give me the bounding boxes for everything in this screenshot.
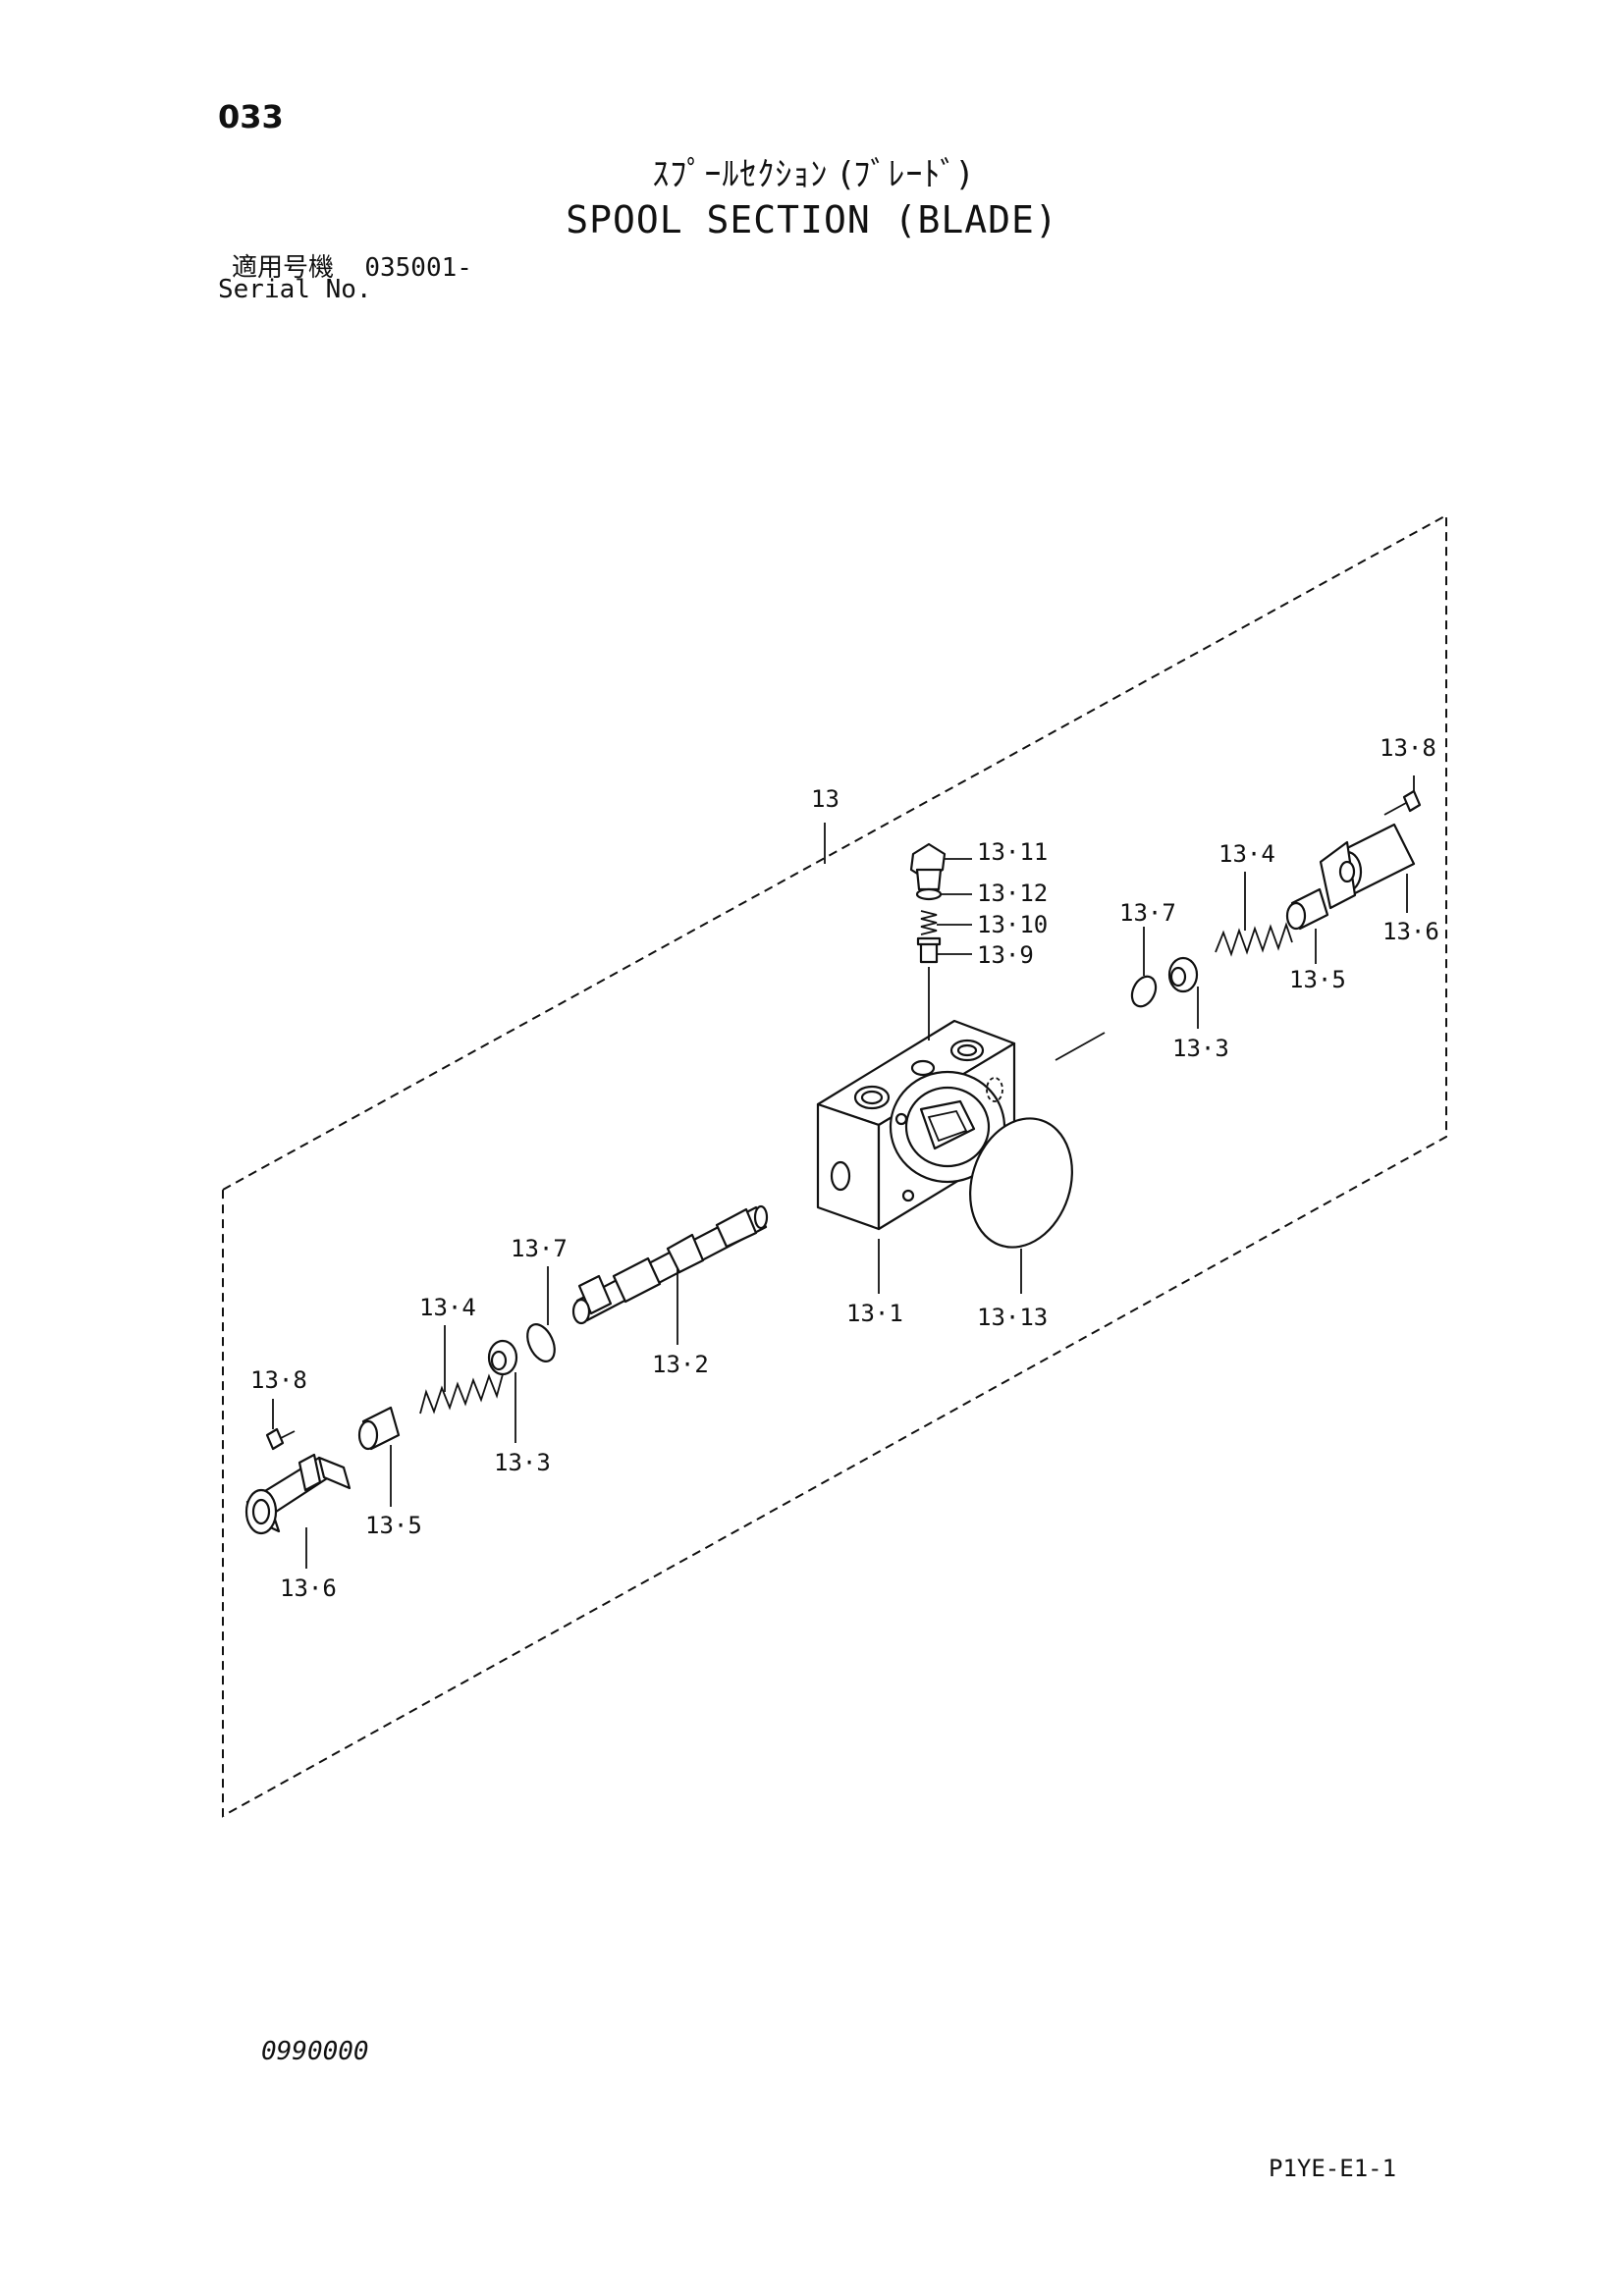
title-japanese: ｽﾌﾟｰﾙｾｸｼｮﾝ (ﾌﾞﾚｰﾄﾞ) <box>652 155 972 194</box>
callout-13-13: 13·13 <box>977 1304 1048 1331</box>
callout-13-5-left: 13·5 <box>365 1512 422 1539</box>
spring-left <box>419 1373 504 1415</box>
small-spring <box>920 910 938 935</box>
callout-13-12: 13·12 <box>977 880 1048 907</box>
stopper-left <box>357 1406 401 1451</box>
callout-13-11: 13·11 <box>977 838 1048 866</box>
bolt-left <box>265 1427 296 1451</box>
plug <box>909 842 947 891</box>
callout-13-1: 13·1 <box>846 1300 903 1327</box>
bolt-right <box>1383 789 1422 816</box>
oring-left <box>526 1323 556 1362</box>
page-number: 033 <box>218 98 284 135</box>
callout-13-6-right: 13·6 <box>1382 918 1439 945</box>
callout-13-10: 13·10 <box>977 911 1048 938</box>
serial-value: 035001- <box>364 253 472 283</box>
stopper-right <box>1285 887 1329 931</box>
serial-label-japanese: 適用号機 <box>232 253 335 283</box>
valve-body <box>816 1019 1016 1231</box>
callout-13: 13 <box>811 785 839 813</box>
callout-13-7-right: 13·7 <box>1119 899 1176 927</box>
spring-seat-right <box>1167 956 1199 993</box>
callout-13-2: 13·2 <box>652 1351 709 1378</box>
spool <box>571 1204 769 1325</box>
cap-right <box>1319 823 1416 910</box>
callout-13-4-right: 13·4 <box>1218 840 1275 868</box>
title-english: SPOOL SECTION (BLADE) <box>566 198 1058 241</box>
callout-13-3-left: 13·3 <box>494 1449 551 1476</box>
body-oring <box>969 1117 1073 1249</box>
oring-right <box>1130 975 1158 1008</box>
callout-13-8-left: 13·8 <box>250 1366 307 1394</box>
spring-seat-left <box>487 1339 518 1376</box>
callout-13-8-right: 13·8 <box>1380 734 1436 762</box>
callout-13-4-left: 13·4 <box>419 1294 476 1321</box>
callout-13-3-right: 13·3 <box>1172 1035 1229 1062</box>
callout-13-7-left: 13·7 <box>511 1235 568 1262</box>
poppet <box>916 936 942 964</box>
spool-axis-line <box>1055 1032 1106 1061</box>
serial-line-japanese: 適用号機 035001- <box>232 247 472 284</box>
spring-right <box>1215 922 1293 957</box>
assembly-boundary <box>222 513 1447 1818</box>
plug-oring <box>915 887 943 901</box>
drawing-code: 0990000 <box>261 2037 369 2066</box>
callout-13-5-right: 13·5 <box>1289 966 1346 993</box>
sheet-reference: P1YE-E1-1 <box>1269 2155 1397 2182</box>
callout-13-6-left: 13·6 <box>280 1575 337 1602</box>
cap-left <box>244 1453 352 1535</box>
callout-13-9: 13·9 <box>977 941 1034 969</box>
serial-label-english: Serial No. <box>218 275 372 304</box>
